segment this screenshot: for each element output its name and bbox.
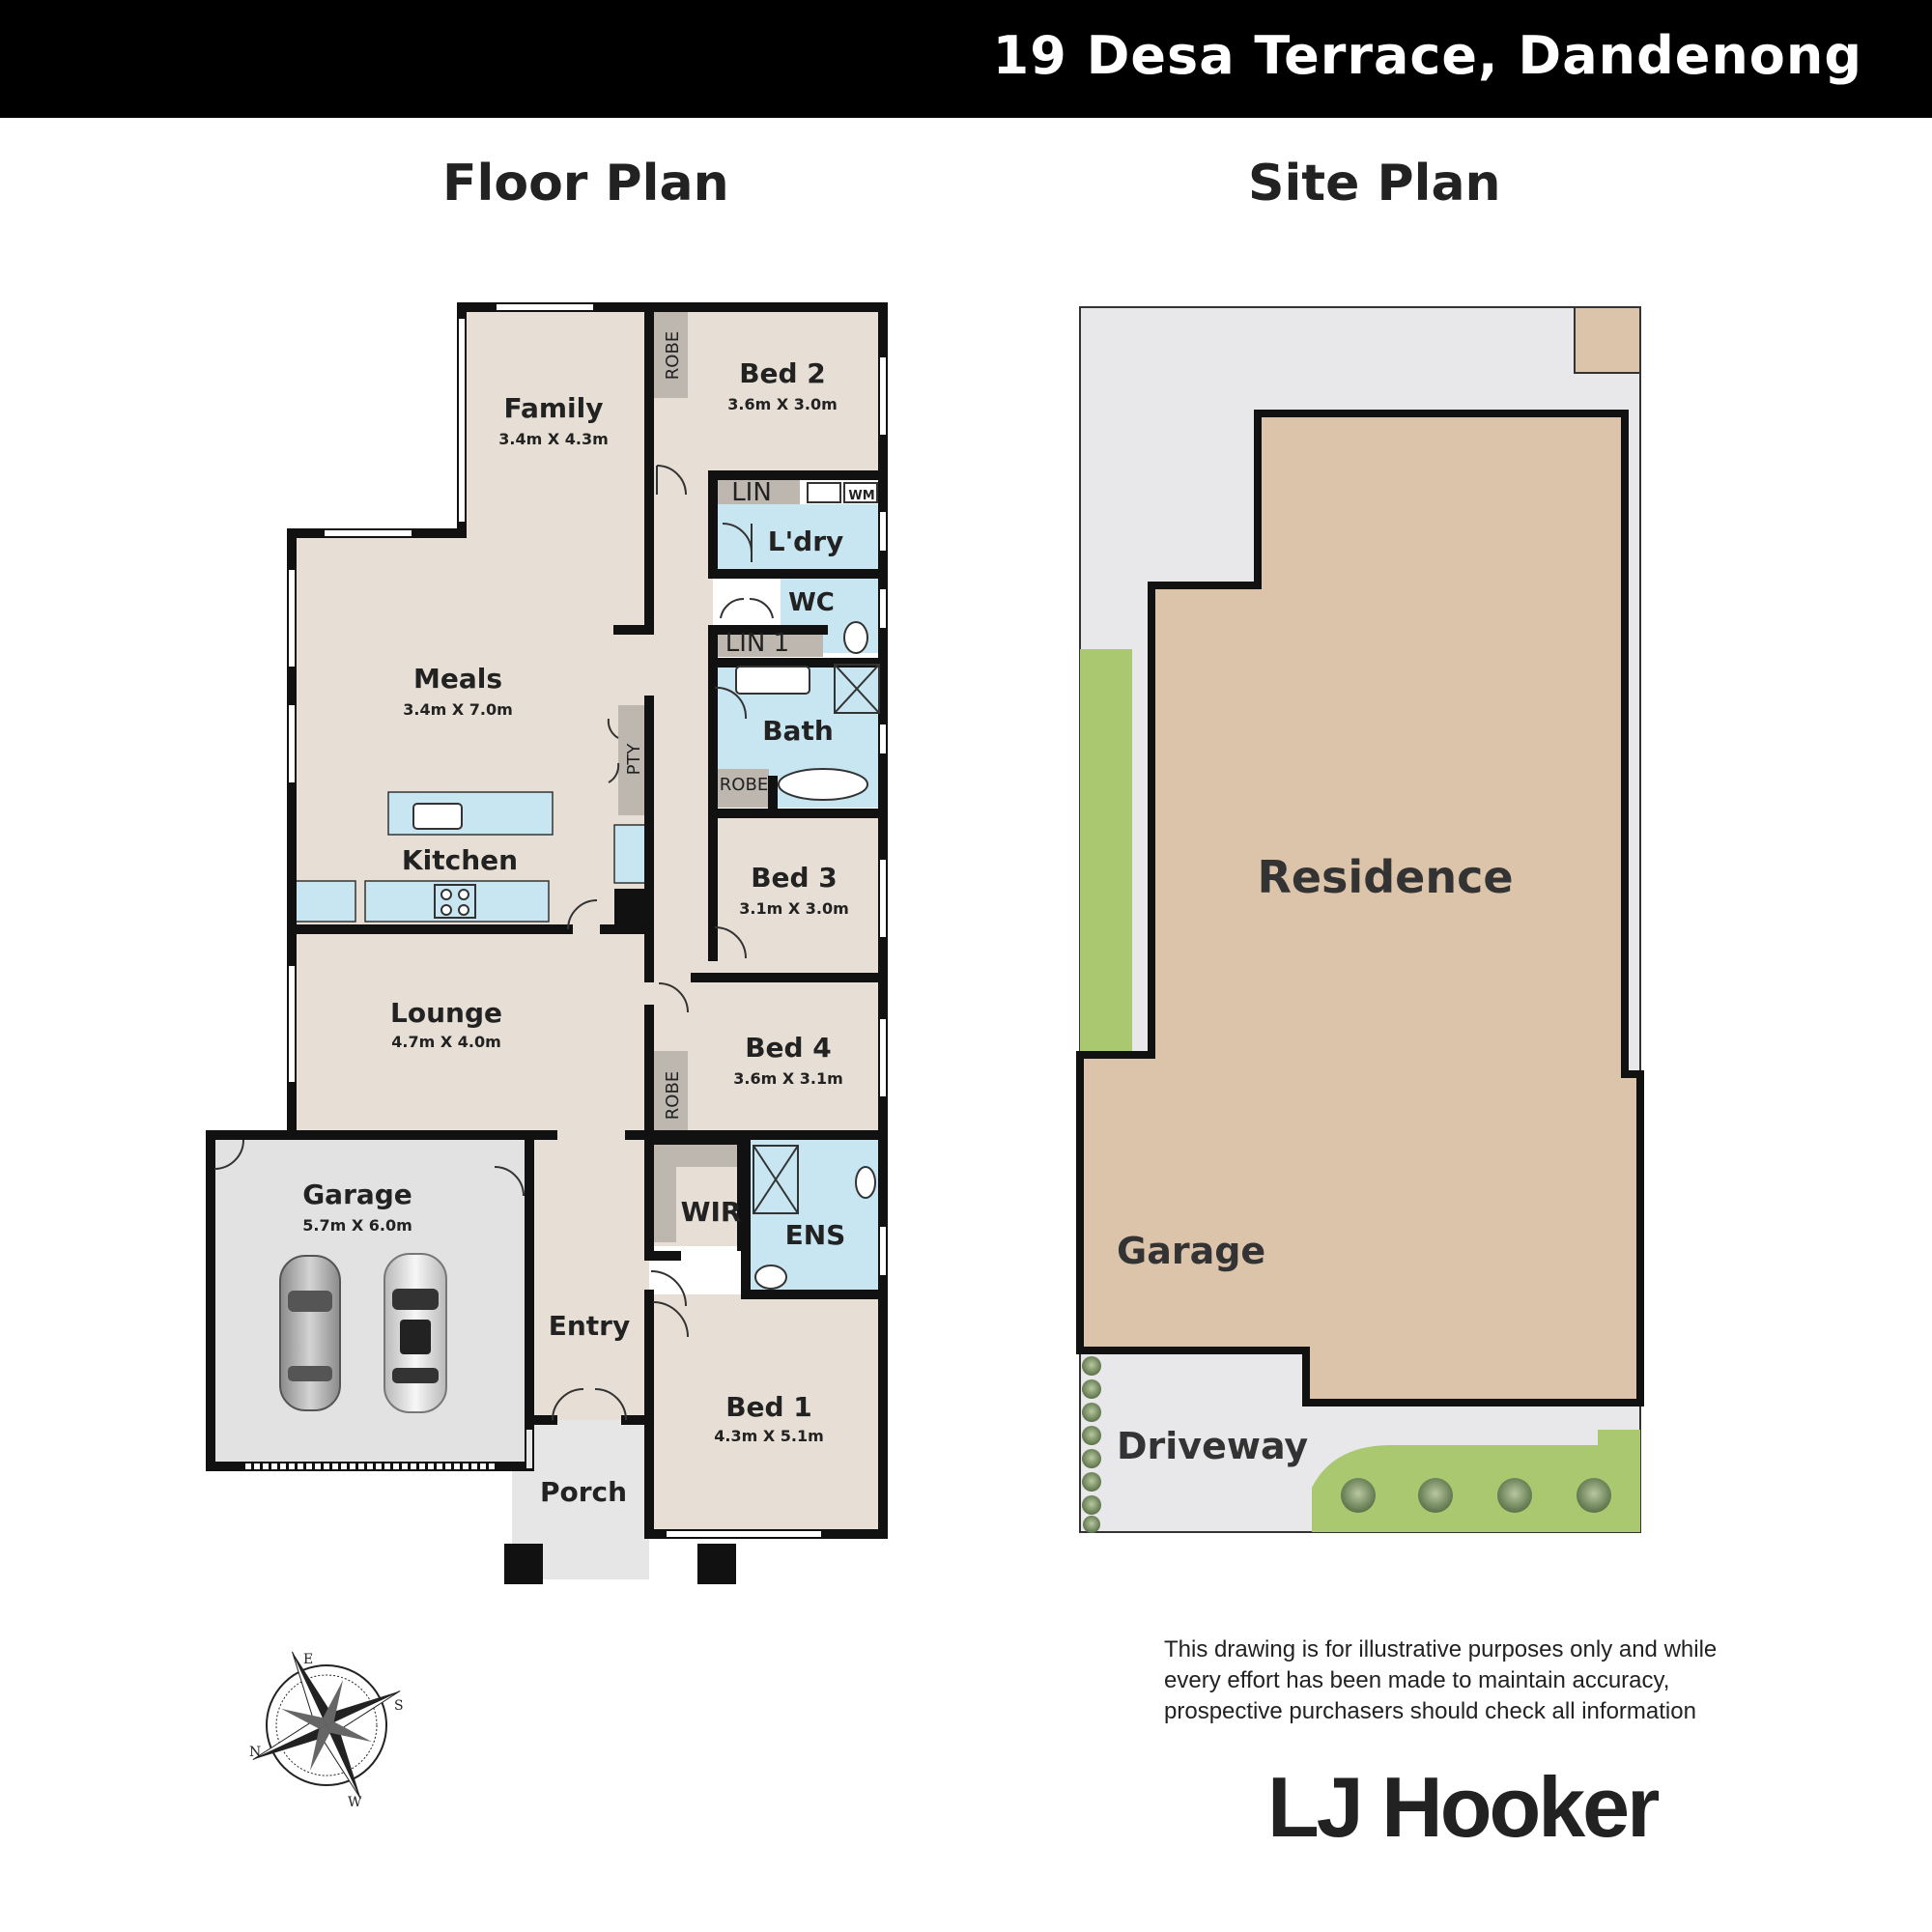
front-lawn [1312, 1430, 1640, 1532]
bed2-floor [649, 307, 883, 475]
lounge-label: Lounge [390, 997, 502, 1029]
disclaimer-line: every effort has been made to maintain a… [1164, 1667, 1670, 1693]
site-garage-label: Garage [1117, 1230, 1265, 1272]
disclaimer-line: This drawing is for illustrative purpose… [1164, 1636, 1718, 1662]
lounge-floor [292, 929, 649, 1135]
family-floor [462, 307, 649, 533]
garage-dims: 5.7m X 6.0m [302, 1216, 412, 1235]
lj-hooker-logo: LJ Hooker [1267, 1759, 1660, 1855]
wir-robe [653, 1144, 676, 1242]
sink-icon [412, 803, 463, 830]
side-lawn [1080, 649, 1132, 1055]
car-white-icon [384, 1253, 447, 1413]
bed1-label: Bed 1 [725, 1391, 812, 1423]
room-labels: Family 3.4m X 4.3m Bed 2 3.6m X 3.0m Mea… [302, 331, 874, 1508]
floor-plan-title: Floor Plan [442, 155, 729, 213]
bed3-dims: 3.1m X 3.0m [739, 899, 849, 918]
meals-floor [292, 533, 649, 929]
basin-bath-icon [735, 666, 810, 695]
robe-bed2-label: ROBE [663, 331, 683, 380]
compass-w: W [348, 1795, 362, 1810]
pty-label: PTY [624, 743, 644, 776]
ens-toilet-icon [754, 1264, 787, 1290]
lounge-dims: 4.7m X 4.0m [391, 1033, 501, 1051]
lin1-label: LIN 1 [725, 629, 789, 658]
site-plan: Residence Garage Driveway [1076, 306, 1644, 1533]
robe-bed3 [715, 769, 769, 808]
bath-label: Bath [762, 715, 834, 747]
laundry-tub-icon [807, 482, 841, 503]
compass-s: S [394, 1698, 404, 1714]
robe-bed4 [653, 1051, 688, 1132]
pantry-bench [613, 824, 646, 884]
garage-floor [211, 1140, 529, 1466]
floor-plan: E S W N Family 3.4m X 4.3m Bed 2 3.6m X … [206, 302, 888, 1810]
ens-basin-icon [855, 1166, 876, 1199]
fixtures [412, 482, 880, 1290]
bathtub-icon [778, 768, 868, 801]
entry-label: Entry [549, 1310, 631, 1342]
lin-label: LIN [731, 478, 772, 507]
porch-posts [504, 889, 736, 1584]
meals-label: Meals [413, 663, 502, 695]
washing-machine-icon [843, 482, 878, 503]
site-plan-title: Site Plan [1248, 155, 1501, 213]
fridge-space [295, 880, 356, 923]
wc-label: WC [788, 588, 835, 617]
garage-label: Garage [302, 1179, 412, 1210]
bed1-dims: 4.3m X 5.1m [714, 1427, 824, 1445]
laundry-floor [713, 504, 883, 570]
robe-bed3-label: ROBE [720, 775, 768, 795]
bed4-dims: 3.6m X 3.1m [733, 1069, 843, 1088]
robe-bed4-label: ROBE [663, 1071, 683, 1120]
disclaimer-line: prospective purchasers should check all … [1164, 1698, 1696, 1724]
pantry [618, 705, 647, 815]
wir-label: WIR [681, 1196, 742, 1228]
driveway-label: Driveway [1117, 1425, 1308, 1467]
compass-n: N [249, 1745, 261, 1760]
bed3-label: Bed 3 [751, 862, 838, 894]
floor-fills [211, 307, 883, 1579]
disclaimer-text: This drawing is for illustrative purpose… [1164, 1634, 1782, 1727]
shrubs [1082, 1356, 1611, 1533]
wir-robe-top [676, 1144, 740, 1167]
compass-rose-icon: E S W N [249, 1651, 404, 1810]
cooktop-icon [434, 884, 476, 919]
doors [213, 465, 774, 1421]
family-label: Family [503, 392, 603, 424]
header-bar: 19 Desa Terrace, Dandenong [0, 0, 1932, 118]
site-corner-shed [1574, 306, 1641, 374]
ens-shower-icon [753, 1145, 799, 1214]
wm-label: WM [848, 489, 874, 503]
hall-floor [649, 475, 713, 978]
bed2-label: Bed 2 [739, 357, 826, 389]
residence-footprint [1076, 410, 1644, 1406]
residence-label: Residence [1257, 851, 1513, 903]
robe-bed2 [653, 311, 688, 398]
ens-label: ENS [785, 1219, 846, 1251]
meals-dims: 3.4m X 7.0m [403, 700, 513, 719]
bed4-floor [649, 978, 883, 1135]
family-dims: 3.4m X 4.3m [498, 430, 609, 448]
compass-e: E [303, 1652, 313, 1667]
bed3-floor [713, 813, 883, 978]
shower-icon [834, 664, 880, 714]
laundry-label: L'dry [768, 526, 844, 557]
kitchen-label: Kitchen [402, 844, 518, 876]
toilet-wc-icon [843, 621, 868, 654]
car-grey-icon [279, 1255, 341, 1411]
bed4-label: Bed 4 [745, 1032, 832, 1064]
bed2-dims: 3.6m X 3.0m [727, 395, 838, 413]
linen-cupboard [715, 479, 800, 504]
windows [245, 304, 886, 1537]
entry-floor [529, 1135, 649, 1420]
property-address: 19 Desa Terrace, Dandenong [992, 25, 1862, 86]
porch-label: Porch [540, 1476, 627, 1508]
